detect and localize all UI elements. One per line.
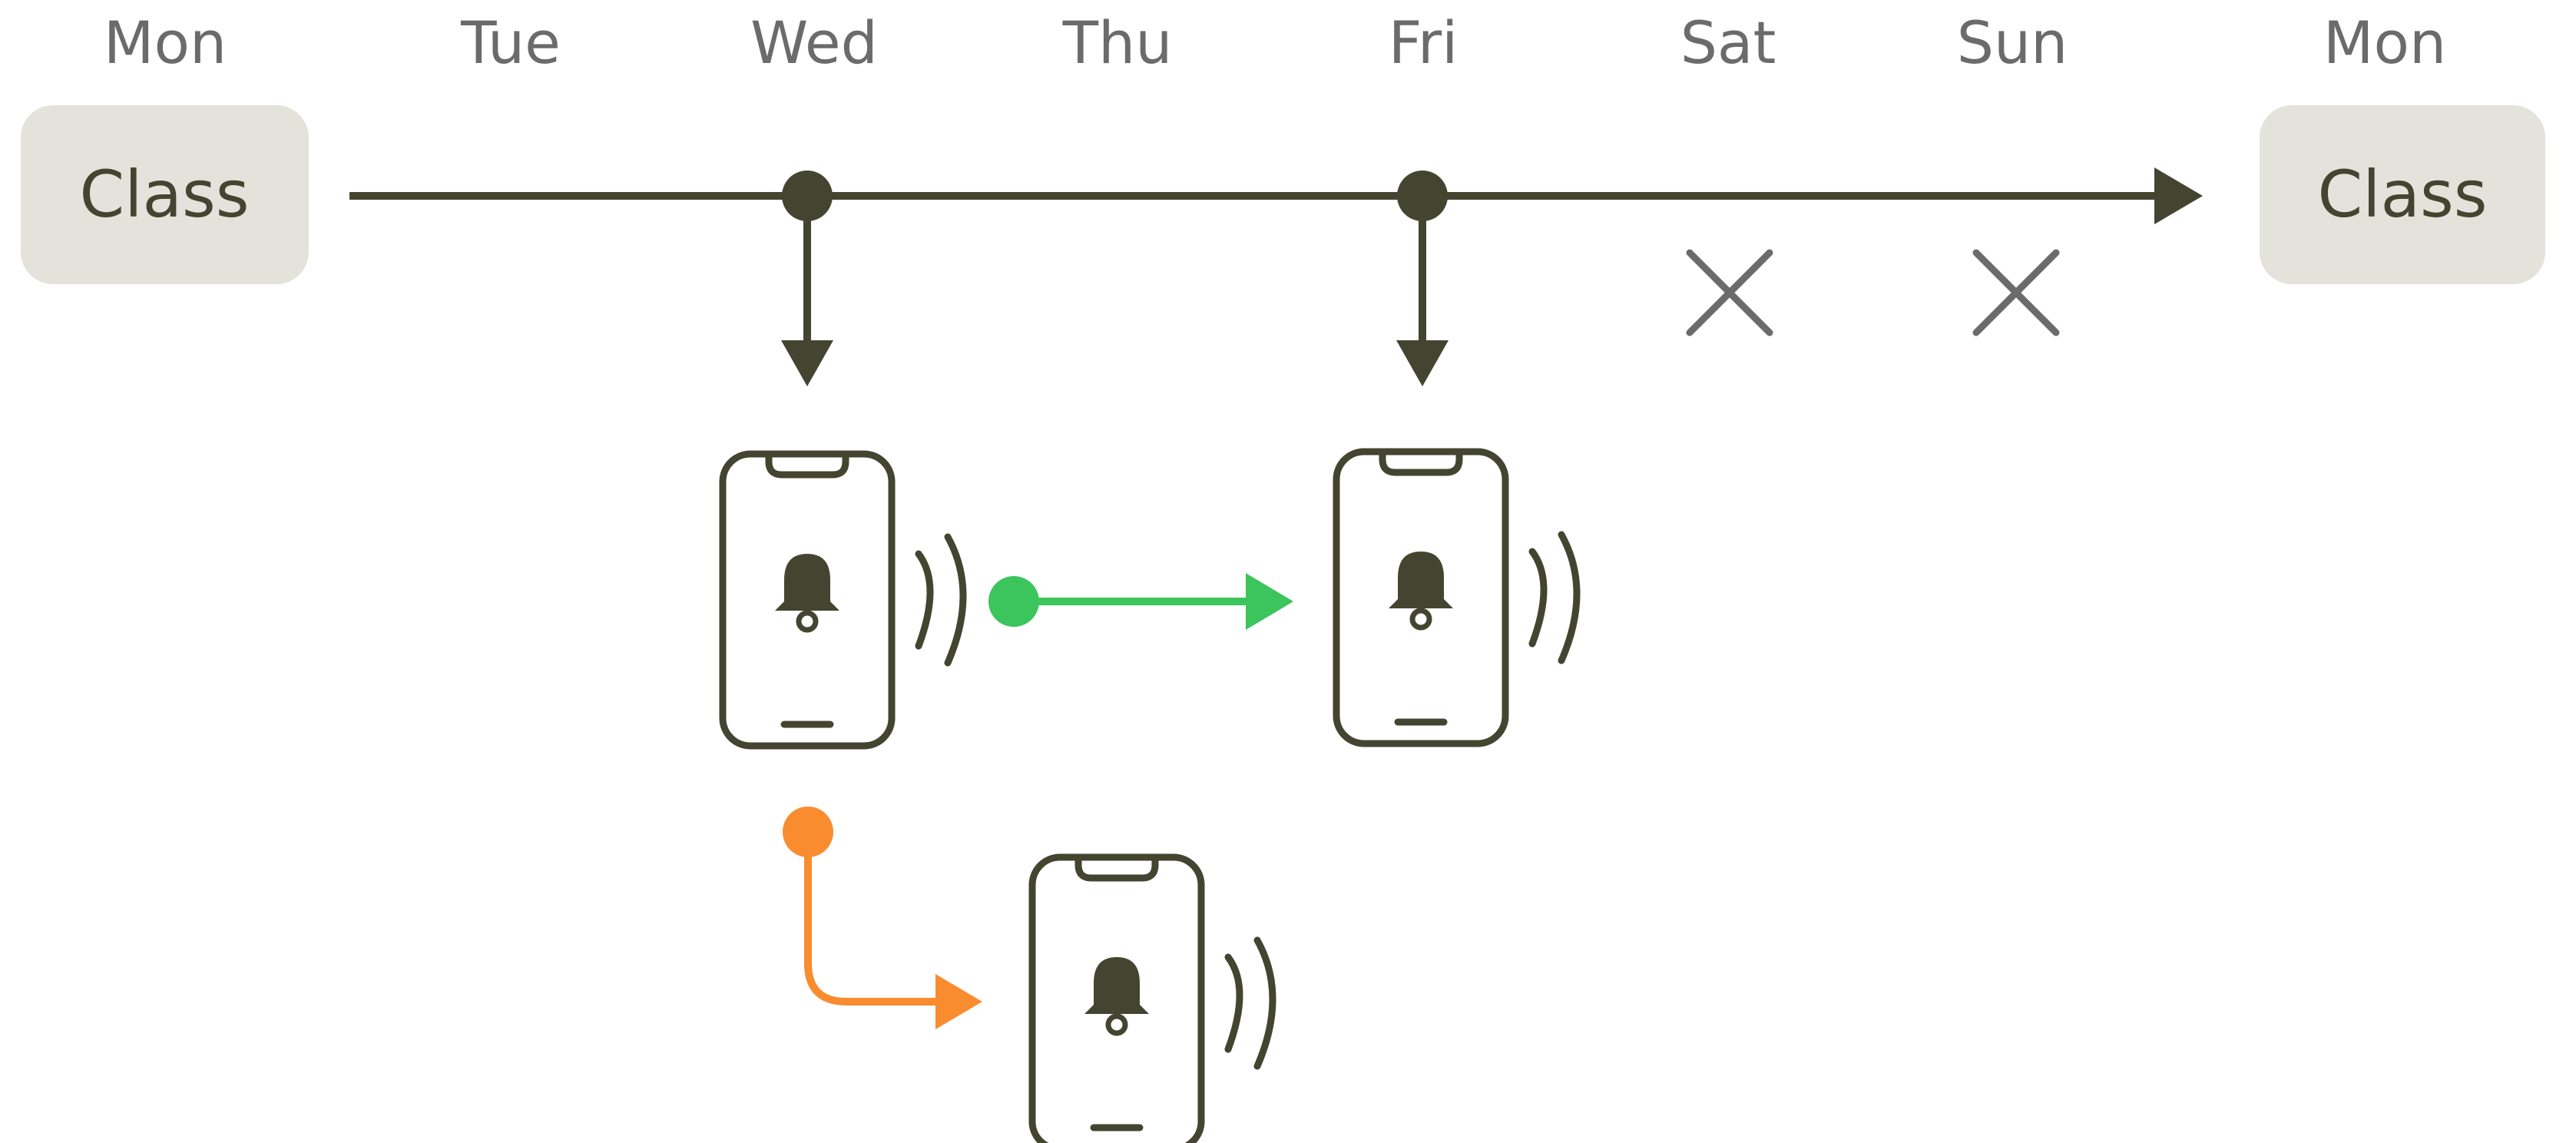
class-box-start-label: Class	[80, 157, 250, 232]
class-box-end-label: Class	[2318, 157, 2488, 232]
day-label-next-mon: Mon	[2323, 8, 2446, 77]
day-label-fri: Fri	[1389, 8, 1459, 77]
timeline-arrowhead	[2154, 167, 2203, 224]
down-arrow-wed	[781, 196, 833, 386]
phone-reminder-fri	[1336, 452, 1577, 744]
day-label-tue: Tue	[460, 8, 561, 77]
day-label-sat: Sat	[1680, 8, 1776, 77]
day-label-mon: Mon	[104, 8, 227, 77]
down-arrow-fri	[1396, 196, 1449, 386]
day-label-thu: Thu	[1062, 8, 1173, 77]
day-label-sun: Sun	[1957, 8, 2068, 77]
vibration-icon	[1532, 535, 1577, 661]
cross-icon-sun	[1976, 253, 2056, 333]
vibration-icon	[1228, 940, 1273, 1066]
green-arrow	[988, 573, 1293, 630]
day-labels: Mon Tue Wed Thu Fri Sat Sun Mon	[104, 8, 2446, 77]
orange-arrow	[783, 807, 982, 1029]
day-label-wed: Wed	[750, 8, 878, 77]
cross-icon-sat	[1690, 253, 1770, 333]
timeline	[349, 167, 2203, 224]
phone-reminder-snoozed	[1032, 857, 1273, 1143]
vibration-icon	[919, 537, 963, 663]
class-box-end: Class	[2260, 105, 2545, 284]
class-box-start: Class	[21, 105, 309, 284]
phone-reminder-wed	[723, 454, 963, 746]
